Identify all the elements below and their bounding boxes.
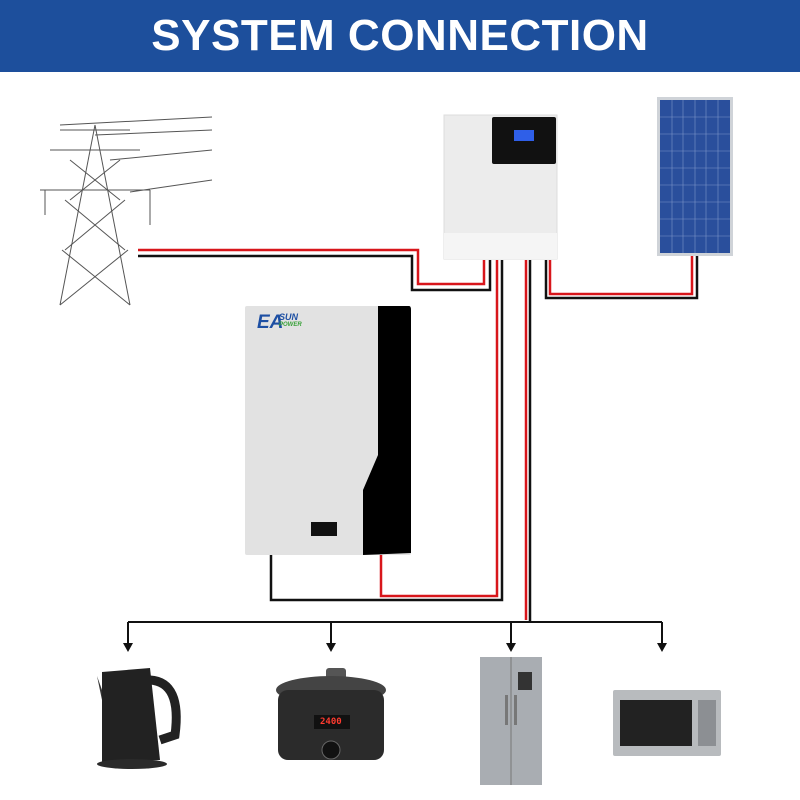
- logo-sun: SUN: [279, 312, 299, 322]
- page-title: SYSTEM CONNECTION: [151, 11, 649, 60]
- inverter-icon: [443, 114, 558, 260]
- title-banner: SYSTEM CONNECTION: [0, 0, 800, 72]
- logo-ea: EA: [257, 312, 284, 333]
- arrow-kettle-icon: [123, 643, 133, 652]
- cooker-display: 2400: [320, 717, 342, 727]
- arrow-cooker-icon: [326, 643, 336, 652]
- grid-wire-black: [138, 254, 492, 292]
- kettle-icon: [97, 668, 181, 769]
- load-arrows: [127, 622, 663, 645]
- power-grid-tower-icon: [40, 116, 213, 306]
- battery-icon: [245, 306, 411, 555]
- arrow-fridge-icon: [506, 643, 516, 652]
- refrigerator-icon: [480, 657, 542, 785]
- pressure-cooker-icon: [276, 668, 386, 760]
- microwave-icon: [613, 690, 721, 756]
- logo-power: POWER: [279, 322, 302, 328]
- wiring: [123, 248, 699, 652]
- pv-wire-red: [548, 256, 694, 296]
- battery-wire-black: [269, 260, 504, 602]
- grid-wire-red: [138, 248, 486, 286]
- arrow-microwave-icon: [657, 643, 667, 652]
- pv-wire-black: [544, 256, 699, 300]
- solar-panel-icon: [657, 97, 733, 256]
- battery-wire-red: [379, 260, 499, 598]
- easun-logo: EA SUN POWER: [257, 312, 302, 334]
